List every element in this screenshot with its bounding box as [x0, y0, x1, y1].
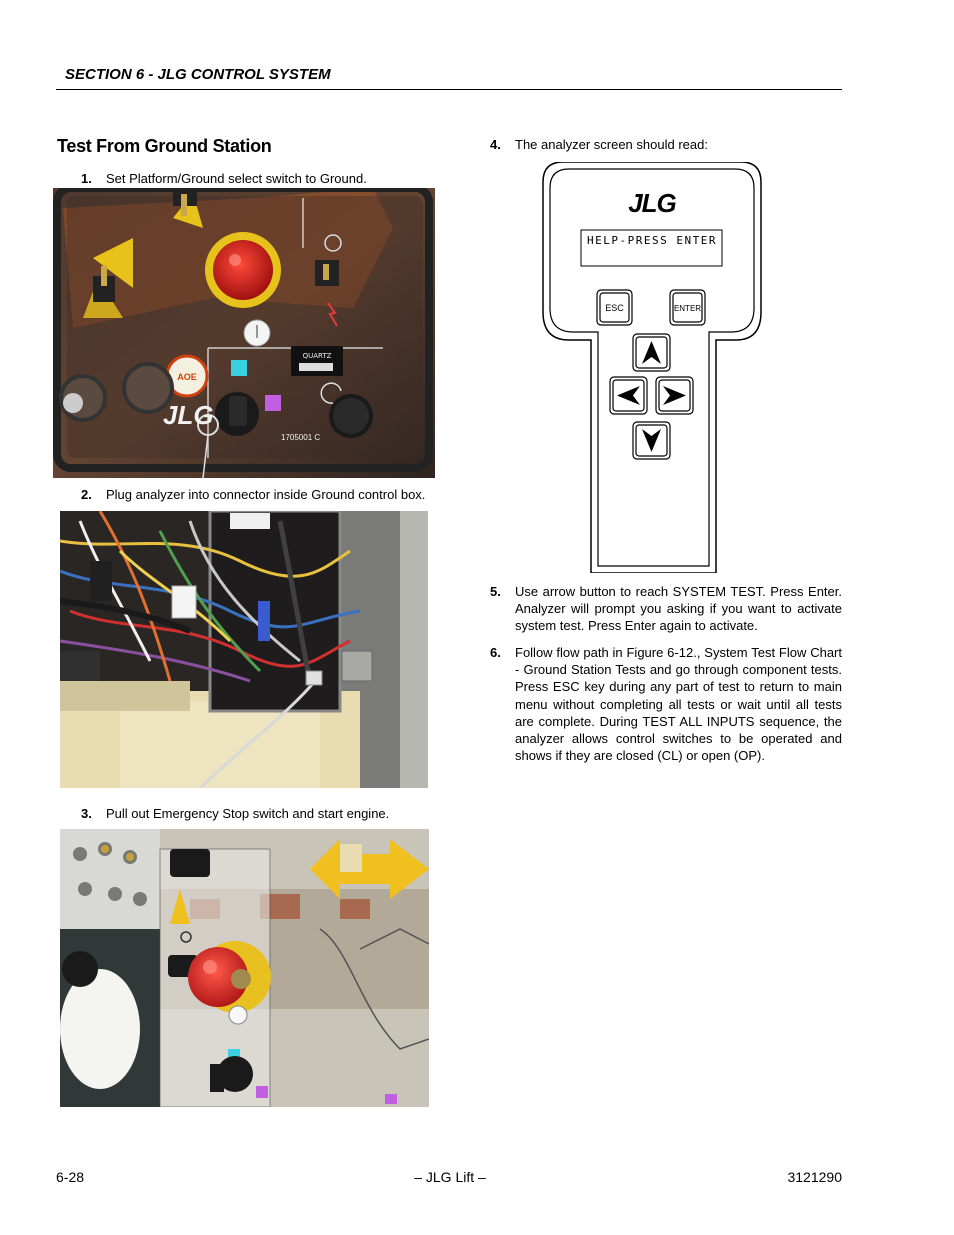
analyzer-illustration: JLG HELP-PRESS ENTER ESC ENTER	[541, 161, 763, 574]
photo-emergency-stop	[60, 829, 429, 1107]
footer-center: – JLG Lift –	[414, 1169, 486, 1185]
step-number: 3.	[81, 806, 92, 821]
photo1-logo: JLG	[163, 400, 214, 430]
up-arrow-button[interactable]	[632, 333, 671, 372]
step-number: 4.	[490, 137, 501, 152]
enter-button[interactable]: ENTER	[669, 289, 706, 326]
step-text: Pull out Emergency Stop switch and start…	[106, 806, 390, 821]
section-header: SECTION 6 - JLG CONTROL SYSTEM	[65, 66, 331, 83]
aoe-sticker-text: AOE	[177, 372, 197, 382]
esc-button-label: ESC	[605, 303, 624, 313]
step-3: 3. Pull out Emergency Stop switch and st…	[81, 805, 441, 823]
step-number: 6.	[490, 645, 501, 660]
enter-button-label: ENTER	[674, 304, 701, 313]
step-text: Use arrow button to reach SYSTEM TEST. P…	[515, 584, 842, 634]
photo-analyzer-connector	[60, 511, 428, 788]
document-number: 3121290	[787, 1169, 842, 1185]
step-text: Follow flow path in Figure 6-12., System…	[515, 645, 842, 764]
analyzer-screen-text: HELP-PRESS ENTER	[587, 234, 717, 247]
section-heading: Test From Ground Station	[57, 136, 272, 156]
left-arrow-button[interactable]	[609, 376, 648, 415]
step-2: 2. Plug analyzer into connector inside G…	[81, 486, 441, 504]
esc-button[interactable]: ESC	[596, 289, 633, 326]
left-arrow-icon	[617, 386, 640, 405]
step-1: 1. Set Platform/Ground select switch to …	[81, 170, 441, 188]
right-arrow-button[interactable]	[655, 376, 694, 415]
step-text: Set Platform/Ground select switch to Gro…	[106, 171, 367, 186]
step-number: 1.	[81, 171, 92, 186]
down-arrow-button[interactable]	[632, 421, 671, 460]
up-arrow-icon	[642, 341, 661, 364]
step-number: 2.	[81, 487, 92, 502]
step-text: Plug analyzer into connector inside Grou…	[106, 487, 426, 502]
step-text: The analyzer screen should read:	[515, 137, 708, 152]
analyzer-jlg-logo: JLG	[628, 188, 676, 218]
down-arrow-icon	[642, 429, 661, 452]
step-4: 4. The analyzer screen should read:	[490, 136, 842, 154]
step-number: 5.	[490, 584, 501, 599]
photo-ground-control-panel: QUARTZ AOE JLG 1705001 C	[53, 188, 435, 478]
header-rule	[56, 89, 842, 90]
page-number: 6-28	[56, 1169, 85, 1185]
step-5: 5. Use arrow button to reach SYSTEM TEST…	[490, 583, 842, 637]
hourmeter-label: QUARTZ	[303, 352, 332, 360]
step-6: 6. Follow flow path in Figure 6-12., Sys…	[490, 644, 842, 769]
right-arrow-icon	[663, 386, 686, 405]
photo1-part-number: 1705001 C	[281, 433, 320, 442]
